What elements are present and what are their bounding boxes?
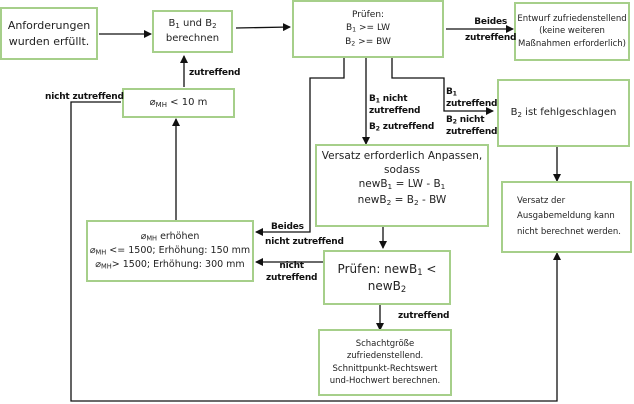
arrow-compute-to-check bbox=[235, 23, 291, 32]
node-check-cond2: B2 >= BW bbox=[345, 36, 391, 48]
arrow-check-to-b2failed bbox=[391, 58, 494, 115]
edge-label-b2-false: B2 nicht zutreffend bbox=[446, 115, 498, 137]
node-b2-failed: B2 ist fehlgeschlagen bbox=[497, 79, 630, 147]
node-start: Anforderungen wurden erfüllt. bbox=[0, 7, 98, 60]
node-check-cond1: B1 >= LW bbox=[345, 23, 391, 35]
node-cannot-compute: Versatz der Ausgabemeldung kann nicht be… bbox=[501, 181, 632, 253]
node-final-line3: Schnittpunkt-Rechtswert bbox=[332, 363, 438, 374]
node-increase-title: ⌀MH erhöhen bbox=[140, 231, 200, 243]
node-satisfied-line1: Entwurf zufriedenstellend bbox=[517, 14, 627, 25]
node-diameter-check: ⌀MH < 10 m bbox=[122, 88, 235, 118]
edge-label-diameter-false: nicht zutreffend bbox=[45, 92, 124, 102]
node-final-line2: zufriedenstellend. bbox=[346, 351, 424, 362]
arrow-diameter-false-to-cannot bbox=[70, 101, 561, 402]
edge-label-check2-false: nicht zutreffend bbox=[266, 261, 318, 283]
node-satisfied-line2: (keine weiteren bbox=[539, 26, 605, 37]
node-final-satisfied: Schachtgröße zufriedenstellend. Schnittp… bbox=[318, 329, 452, 396]
diameter-icon: ⌀ bbox=[89, 245, 96, 257]
edge-label-both-true: Beides zutreffend bbox=[465, 17, 517, 43]
node-check-title: Prüfen: bbox=[351, 10, 385, 21]
arrow-check-to-increase bbox=[255, 58, 345, 236]
node-satisfied-line3: Maßnahmen erforderlich) bbox=[518, 38, 626, 49]
node-check-b1-b2: Prüfen: B1 >= LW B2 >= BW bbox=[292, 0, 444, 58]
node-adjust-eq2: newB2 = B2 - BW bbox=[357, 193, 447, 207]
edge-label-check2-true: zutreffend bbox=[398, 311, 450, 321]
node-adjust-line2: sodass bbox=[384, 163, 420, 176]
node-compute-line1: B1 und B2 bbox=[168, 18, 217, 30]
node-adjust-line1: Versatz erforderlich Anpassen, bbox=[321, 150, 483, 162]
node-b2-failed-text: B2 ist fehlgeschlagen bbox=[510, 106, 617, 119]
node-cannot-line2: Ausgabemeldung kann bbox=[517, 211, 615, 222]
node-check-newb: Prüfen: newB1 < newB2 bbox=[323, 250, 451, 305]
edge-label-b2-true: B2 zutreffend bbox=[369, 122, 435, 133]
node-cannot-line1: Versatz der bbox=[517, 196, 566, 207]
diameter-icon: ⌀ bbox=[140, 231, 147, 243]
node-cannot-line3: nicht berechnet werden. bbox=[517, 226, 621, 237]
diameter-icon: ⌀ bbox=[95, 258, 102, 270]
node-compute-line2: berechnen bbox=[165, 32, 220, 44]
node-start-line2: wurden erfüllt. bbox=[8, 34, 90, 48]
edge-label-both-false: Beides nicht zutreffend bbox=[265, 222, 344, 247]
node-final-line1: Schachtgröße bbox=[355, 338, 415, 349]
node-check2-line2: newB2 bbox=[367, 278, 407, 294]
node-check2-line1: Prüfen: newB1 < bbox=[337, 262, 437, 278]
node-increase-diameter: ⌀MH erhöhen ⌀MH <= 1500; Erhöhung: 150 m… bbox=[86, 220, 254, 282]
edge-label-b1-false: B1 nicht zutreffend bbox=[369, 94, 421, 116]
node-diameter-text: ⌀MH < 10 m bbox=[149, 96, 208, 109]
node-compute-b1-b2: B1 und B2 berechnen bbox=[152, 10, 233, 53]
node-final-line4: und-Hochwert berechnen. bbox=[329, 375, 441, 386]
diameter-icon: ⌀ bbox=[149, 96, 156, 108]
node-start-line1: Anforderungen bbox=[7, 18, 91, 32]
node-adjust-offset: Versatz erforderlich Anpassen, sodass ne… bbox=[315, 144, 489, 227]
edge-label-b1-true: B1 zutreffend bbox=[446, 87, 498, 109]
node-design-satisfied: Entwurf zufriedenstellend (keine weitere… bbox=[514, 2, 630, 61]
node-adjust-eq1: newB1 = LW - B1 bbox=[358, 178, 446, 192]
node-increase-rule2: ⌀MH> 1500; Erhöhung: 300 mm bbox=[95, 258, 245, 271]
edge-label-diameter-true: zutreffend bbox=[189, 68, 241, 78]
node-increase-rule1: ⌀MH <= 1500; Erhöhung: 150 mm bbox=[89, 245, 251, 257]
